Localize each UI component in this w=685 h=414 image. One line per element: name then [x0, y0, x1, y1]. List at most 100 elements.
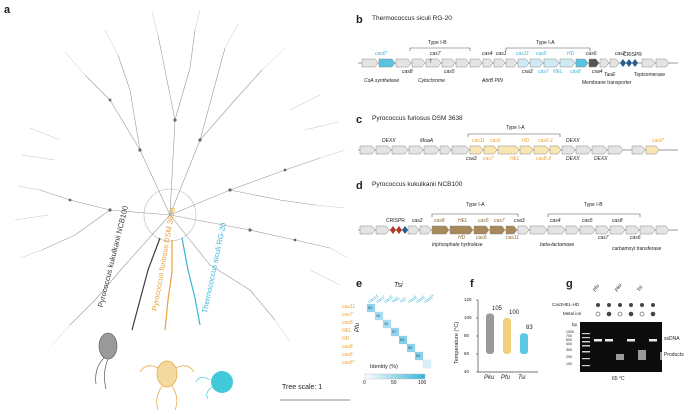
matrix-row-label: cas6*: [342, 360, 355, 366]
locus-d: [358, 213, 678, 235]
type-ia-label-c: Type I-A: [506, 125, 525, 131]
gel-ladder-label: 300: [566, 348, 572, 352]
gene-c-cas8-2: cas8-2: [536, 156, 552, 162]
temp-tick-label: 40: [464, 369, 470, 374]
gene-b-cas5: cas5: [536, 51, 547, 57]
panel-letter-a: a: [4, 4, 11, 16]
matrix-row-label: cas8: [342, 344, 353, 350]
organism-title-b: Thermococcus siculi RG-20: [372, 15, 452, 22]
identity-tick-50: 50: [391, 380, 397, 386]
identity-axis-label: Identity (%): [370, 364, 398, 370]
panel-letter-f: f: [470, 278, 474, 290]
matrix-top-label: Tsi: [394, 282, 403, 289]
gene-d-cas7-ib: cas7: [598, 235, 609, 241]
gel-footer-temp: 65 °C: [612, 376, 625, 382]
annot-taue: TauE: [604, 72, 616, 78]
matrix-row-label: cas11: [342, 304, 355, 310]
gene-c-cas6-1: cas6-1: [538, 138, 554, 144]
annot-abrb-pin: AbrB PIN: [482, 78, 503, 84]
identity-matrix: [364, 303, 432, 380]
organism-title-d: Pyrococcus kukulkanii NCB100: [372, 181, 463, 188]
phylogenetic-tree: [39, 29, 331, 326]
gel-image: [580, 303, 662, 372]
gene-b-seven: 7: [429, 59, 432, 65]
annot-topisomerase: Topisomerase: [634, 72, 666, 78]
temp-tick-label: 100: [464, 315, 472, 320]
panel-letter-b: b: [356, 14, 363, 26]
panel-letter-g: g: [566, 278, 573, 290]
gel-row-metal: Metal ion: [563, 311, 582, 316]
temp-value-label: 105: [492, 305, 503, 312]
gene-d-csa3: csa3: [514, 218, 525, 224]
type-ia-label-d: Type I-A: [466, 202, 485, 208]
annot-beta-lactamase: beta-lactamase: [540, 242, 575, 248]
gene-b-cas6star: cas6*: [375, 51, 388, 57]
temp-category-label: Pfu: [501, 375, 511, 381]
gene-b-cas7-low: cas7: [538, 69, 549, 75]
matrix-cell-value: 64: [400, 337, 404, 342]
gel-ladder-label: 100: [566, 362, 572, 366]
matrix-row-label: cas5: [342, 320, 353, 326]
panel-letter-c: c: [356, 114, 363, 126]
pku-cell-cartoon: [95, 332, 118, 390]
clade-tsi: [181, 237, 201, 326]
temp-bar: [520, 333, 528, 354]
type-ib-label-b: Type I-B: [428, 40, 447, 46]
gene-d-cas8: cas8: [434, 218, 445, 224]
gene-c-cas6star: cas6*: [652, 138, 665, 144]
annot-carbamoyl-transferase: carbamoyl transferase: [612, 246, 662, 252]
gene-b-hel: HEL: [553, 69, 563, 75]
tree-leaves: [14, 9, 349, 346]
temp-category-label: Pku: [484, 375, 495, 381]
locus-c: [358, 133, 678, 155]
gel-ladder-label: 500: [566, 338, 572, 342]
matrix-cell-value: 60: [416, 353, 420, 358]
tsi-cell-cartoon: [195, 371, 233, 400]
clade-pfu: [164, 240, 173, 331]
type-ia-label-b: Type I-A: [536, 40, 555, 46]
temp-tick-label: 60: [464, 351, 470, 356]
gene-b-hd: HD: [567, 51, 575, 57]
gene-b-cas5-low: cas5: [444, 69, 455, 75]
matrix-cell-value: 46: [376, 313, 380, 318]
gene-c-dexx-1: DEXX: [382, 138, 396, 144]
gene-b-cas4: cas4: [482, 51, 493, 57]
gene-b-csa4: csa4: [592, 69, 603, 75]
gene-d-cas4: cas4: [550, 218, 561, 224]
type-ib-label-d: Type I-B: [584, 202, 603, 208]
matrix-cell-value: 62: [368, 305, 372, 310]
gene-d-cas5-ib: cas5: [582, 218, 593, 224]
temp-value-label: 83: [526, 325, 533, 332]
organism-title-c: Pyrococcus furiosus DSM 3638: [372, 115, 463, 122]
pfu-cell-cartoon: [139, 360, 195, 411]
gel-row-cas3: Cas3HEL-HD: [552, 302, 580, 307]
gene-b-cas1: cas1: [496, 51, 507, 57]
matrix-side-label: Pfu: [355, 322, 361, 332]
gel-band-products: Products: [664, 352, 684, 358]
crispr-label-b: CRISPR: [623, 52, 642, 58]
matrix-cell-value: 59: [408, 345, 412, 350]
gene-d-cas2: cas2: [412, 218, 423, 224]
annot-triphosphate-hydrolase: triphosphate hydrolase: [432, 242, 483, 248]
clade-pku: [131, 237, 161, 331]
gene-d-cas7: cas7: [494, 218, 505, 224]
gene-b-cas8: cas8: [402, 69, 413, 75]
temp-category-label: Tsi: [518, 375, 526, 381]
gene-c-dexx-2: DEXX: [566, 138, 580, 144]
gene-b-cas11: cas11: [516, 51, 529, 57]
gene-b-cas2: cas2: [615, 51, 626, 57]
gene-d-cas6: cas6: [476, 235, 487, 241]
identity-colorbar: [364, 373, 426, 380]
gel-ladder-title: bp: [572, 322, 578, 327]
gene-c-csa3: csa3: [466, 156, 477, 162]
matrix-cell-value: 45: [384, 321, 388, 326]
gene-c-cas11: cas11: [472, 138, 485, 144]
annot-membrane-transporter: Membrane transporter: [582, 80, 632, 86]
gel-band-ssdna: ssDNA: [664, 336, 680, 342]
gene-d-cas6-ib: cas6: [630, 235, 641, 241]
gel-ladder-label: 400: [566, 342, 572, 346]
tree-scale-label: Tree scale: 1: [282, 384, 323, 391]
temp-tick-label: 80: [464, 333, 470, 338]
matrix-row-label: HEL: [342, 328, 352, 334]
gene-c-hel: HEL: [510, 156, 520, 162]
